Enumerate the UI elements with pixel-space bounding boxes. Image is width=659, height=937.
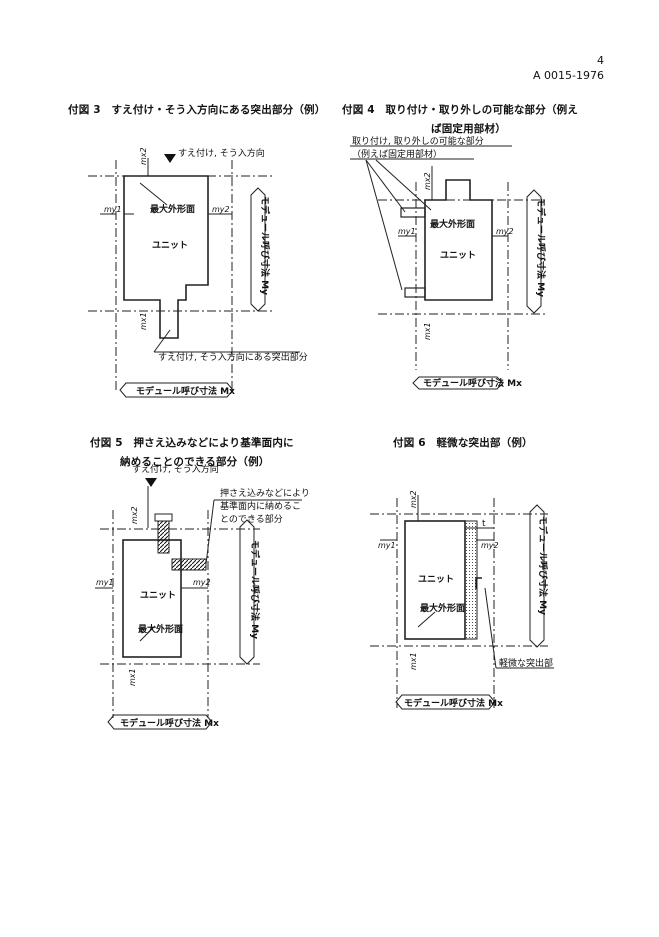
figure6-caption: 付図 6 軽微な突出部（例）: [393, 437, 533, 449]
figure3-caption: 付図 3 すえ付け・そう入方向にある突出部分（例）: [68, 104, 326, 116]
max-outline-label: 最大外形面: [430, 218, 475, 230]
mx1-label: mx1: [139, 312, 148, 330]
unit-outline: [123, 175, 209, 339]
max-outline-label: 最大外形面: [150, 203, 195, 215]
figure5-caption-line2: 納めることのできる部分（例）: [120, 456, 270, 468]
callout-line2: 基準面内に納めるこ: [220, 500, 301, 512]
unit-label: ユニット: [152, 240, 188, 251]
max-outline-label: 最大外形面: [138, 623, 183, 635]
mx1-label: mx1: [423, 322, 432, 340]
dimension-my-label: モデュール呼び寸法 My: [249, 540, 261, 639]
callout-line1: 押さえ込みなどにより: [220, 487, 310, 499]
insert-direction-label: すえ付け, そう入方向: [178, 147, 265, 159]
minor-protrusion-label: 軽微な突出部: [499, 657, 553, 669]
my2-label: my2: [481, 541, 499, 550]
page-number: 4: [597, 54, 604, 67]
callout-line1: 取り付け, 取り外しの可能な部分: [352, 135, 484, 147]
figure4-caption-line1: 付図 4 取り付け・取り外しの可能な部分（例え: [342, 104, 579, 116]
callout-line3: とのできる部分: [220, 513, 283, 525]
t-label: t: [482, 519, 486, 529]
callout-line2: （例えば固定用部材）: [352, 148, 442, 160]
mx2-label: mx2: [139, 147, 148, 165]
unit-label: ユニット: [418, 574, 454, 585]
dimension-my-label: モデュール呼び寸法 My: [259, 196, 271, 295]
mx1-label: mx1: [128, 668, 137, 686]
protrusion-label: すえ付け, そう入方向にある突出部分: [158, 351, 308, 363]
my2-label: my2: [496, 227, 514, 236]
mx2-label: mx2: [423, 172, 432, 190]
figure5-caption-line1: 付図 5 押さえ込みなどにより基準面内に: [90, 437, 294, 449]
mx2-label: mx2: [409, 490, 418, 508]
standard-number: A 0015-1976: [533, 69, 604, 82]
unit-label: ユニット: [140, 590, 176, 601]
dimension-mx-label: モデュール呼び寸法 Mx: [136, 385, 235, 397]
mx1-label: mx1: [409, 652, 418, 670]
max-outline-label: 最大外形面: [420, 602, 465, 614]
my1-label: my1: [96, 578, 114, 587]
dimension-mx-label: モデュール呼び寸法 Mx: [120, 717, 219, 729]
my1-label: my1: [398, 227, 416, 236]
dimension-my-label: モデュール呼び寸法 My: [537, 516, 549, 615]
my2-label: my2: [193, 578, 211, 587]
insert-direction-arrow: [164, 154, 176, 163]
unit-label: ユニット: [440, 250, 476, 261]
dimension-mx-label: モデュール呼び寸法 Mx: [423, 377, 522, 389]
my1-label: my1: [104, 205, 122, 214]
dimension-my-label: モデュール呼び寸法 My: [535, 198, 547, 297]
insert-direction-label: すえ付け, そう入方向: [132, 463, 219, 475]
mx2-label: mx2: [130, 506, 139, 524]
dimension-mx-label: モデュール呼び寸法 Mx: [404, 697, 503, 709]
my2-label: my2: [212, 205, 230, 214]
my1-label: my1: [378, 541, 396, 550]
figure4-caption-line2: ば固定用部材）: [431, 123, 506, 135]
